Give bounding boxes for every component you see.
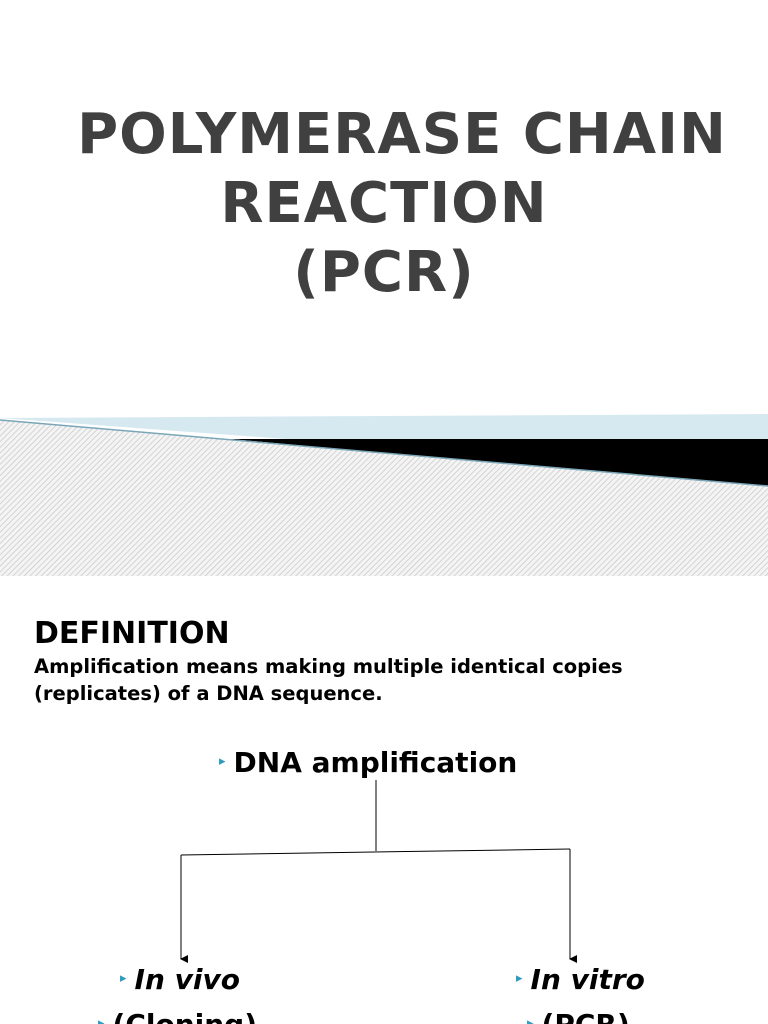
triangle-bullet-icon: ▸ [98,1015,105,1024]
definition-heading: DEFINITION [34,616,230,651]
tree-connectors [180,780,577,963]
tree-left-item: ▸ In vivo [120,963,240,996]
tree-right-sub-item: ▸ (PCR) [527,1008,630,1024]
tree-left-label: In vivo [134,963,240,996]
tree-root-item: ▸ DNA amplification [219,746,517,779]
triangle-bullet-icon: ▸ [527,1015,534,1024]
tree-left-sub-item: ▸ (Cloning) [98,1008,257,1024]
branch-crossbar-line [180,848,571,856]
decorative-band [0,414,768,576]
triangle-bullet-icon: ▸ [120,970,127,986]
definition-slide: DEFINITION Amplification means making mu… [0,576,768,1024]
triangle-bullet-icon: ▸ [219,753,226,769]
tree-right-sub-label: (PCR) [542,1008,630,1024]
triangle-bullet-icon: ▸ [516,970,523,986]
slide-title: POLYMERASE CHAIN REACTION (PCR) [0,100,768,307]
tree-right-item: ▸ In vitro [516,963,645,996]
textured-area [0,420,768,576]
tree-right-label: In vitro [530,963,645,996]
title-line-2: REACTION [220,171,548,236]
title-line-1: POLYMERASE CHAIN [77,102,727,167]
tree-left-sub-label: (Cloning) [113,1008,257,1024]
tree-root-label: DNA amplification [233,746,518,779]
band-edge-line [0,419,768,487]
title-line-3: (PCR) [293,240,475,305]
title-slide: POLYMERASE CHAIN REACTION (PCR) [0,100,768,576]
definition-text: Amplification means making multiple iden… [34,655,623,705]
light-blue-band [0,414,768,440]
